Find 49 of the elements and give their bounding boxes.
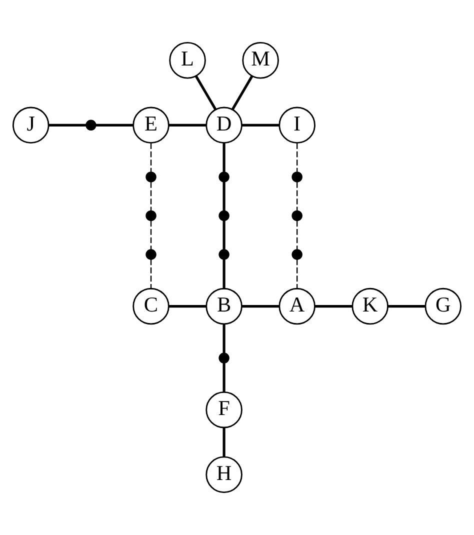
connector bbox=[96, 124, 134, 126]
node-circle: L bbox=[169, 42, 206, 79]
node-dot bbox=[146, 210, 156, 222]
connector bbox=[194, 75, 217, 110]
node-dot bbox=[292, 210, 302, 222]
node-dot bbox=[292, 172, 302, 182]
connector bbox=[242, 124, 280, 126]
connector bbox=[150, 143, 152, 172]
connector bbox=[168, 124, 206, 126]
connector bbox=[222, 182, 226, 211]
node-circle: J bbox=[12, 106, 50, 144]
connector bbox=[168, 304, 206, 308]
node-circle: D bbox=[206, 106, 242, 144]
node-dot bbox=[218, 352, 230, 364]
connector bbox=[222, 220, 226, 250]
node-circle: I bbox=[278, 106, 316, 144]
node-dot bbox=[86, 120, 96, 131]
node-dot bbox=[218, 210, 230, 222]
connector bbox=[222, 428, 226, 457]
connector bbox=[222, 143, 226, 172]
connector bbox=[296, 182, 298, 211]
connector bbox=[242, 304, 280, 308]
node-circle: H bbox=[206, 456, 242, 493]
node-dot bbox=[292, 249, 302, 260]
connector bbox=[222, 362, 226, 392]
connector bbox=[150, 259, 152, 288]
connector bbox=[296, 259, 298, 288]
connector bbox=[222, 259, 226, 288]
connector bbox=[150, 182, 152, 211]
node-circle: B bbox=[206, 288, 242, 325]
node-circle: A bbox=[278, 288, 316, 325]
node-circle: K bbox=[352, 288, 388, 325]
connector bbox=[296, 143, 298, 172]
connector bbox=[222, 324, 226, 354]
connector bbox=[388, 304, 426, 308]
node-dot bbox=[146, 249, 156, 260]
node-circle: M bbox=[242, 42, 279, 79]
node-circle: F bbox=[206, 391, 242, 428]
node-circle: G bbox=[424, 288, 462, 325]
connector bbox=[231, 75, 254, 110]
node-dot bbox=[218, 249, 230, 260]
node-circle: E bbox=[132, 106, 170, 144]
node-circle: C bbox=[132, 288, 170, 325]
connector bbox=[48, 124, 86, 126]
connector bbox=[314, 304, 352, 308]
connector bbox=[150, 220, 152, 250]
node-dot bbox=[218, 172, 230, 182]
node-dot bbox=[146, 172, 156, 182]
connector bbox=[296, 220, 298, 250]
